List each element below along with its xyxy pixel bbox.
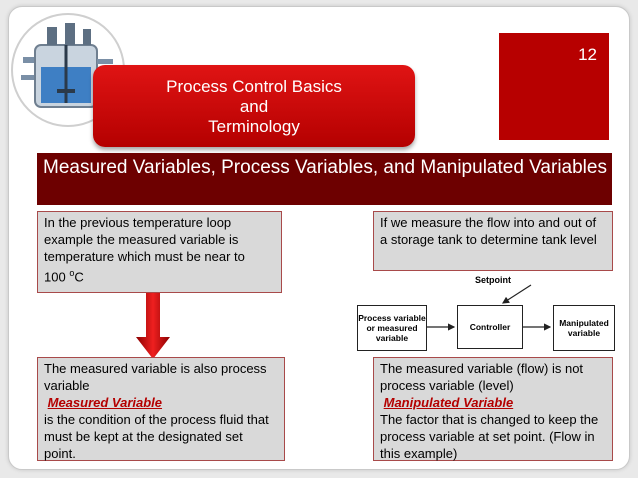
unit: C	[74, 269, 84, 285]
slide-title-line: and	[239, 97, 269, 116]
diagram-arrows	[427, 284, 552, 331]
left-top-textbox: In the previous temperature loop example…	[37, 211, 282, 293]
right-bottom-line1: The measured variable (flow) is not proc…	[380, 361, 584, 393]
right-bottom-textbox: The measured variable (flow) is not proc…	[373, 357, 613, 461]
process-variable-node: Process variable or measured variable	[357, 305, 427, 351]
slide-number-box: 12	[499, 33, 609, 140]
slide: Process Control Basics and Terminology 1…	[8, 6, 630, 470]
left-bottom-line1: The measured variable is also process va…	[44, 361, 267, 393]
right-top-textbox: If we measure the flow into and out of a…	[373, 211, 613, 271]
left-top-text: In the previous temperature loop example…	[44, 215, 245, 285]
slide-title-box: Process Control Basics and Terminology	[93, 65, 415, 147]
slide-title-line: Process Control Basics	[166, 77, 342, 96]
section-heading: Measured Variables, Process Variables, a…	[37, 153, 612, 205]
left-bottom-textbox: The measured variable is also process va…	[37, 357, 285, 461]
control-loop-diagram: Setpoint Process variable or measured va…	[347, 273, 627, 357]
manipulated-variable-node: Manipulated variable	[553, 305, 615, 351]
manipulated-variable-keyword: Manipulated Variable	[383, 395, 514, 410]
setpoint-label: Setpoint	[475, 275, 511, 285]
right-top-text: If we measure the flow into and out of a…	[380, 215, 597, 247]
measured-variable-keyword: Measured Variable	[47, 395, 163, 410]
left-bottom-line2: is the condition of the process fluid th…	[44, 412, 269, 461]
controller-node: Controller	[457, 305, 523, 349]
degree-sup: o	[69, 268, 75, 278]
down-arrow-icon	[136, 293, 170, 359]
right-bottom-line2: The factor that is changed to keep the p…	[380, 412, 599, 461]
slide-number: 12	[578, 45, 597, 64]
slide-title-line: Terminology	[208, 117, 300, 136]
